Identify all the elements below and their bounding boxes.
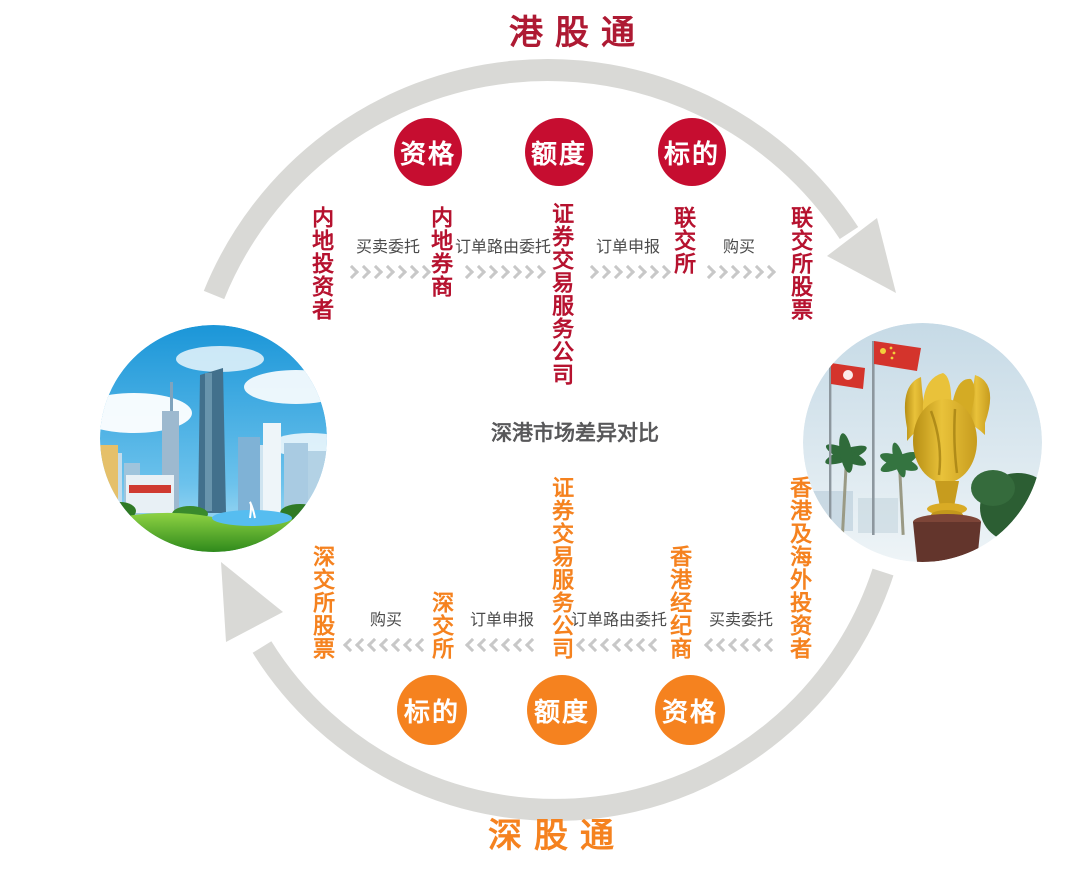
link-label: 订单申报 [595, 237, 660, 256]
node-hk-overseas-investor: 香港及海外投资者 [786, 476, 812, 660]
bottom-arc-arrowhead-icon [221, 562, 283, 642]
sculpture-pedestal [913, 514, 981, 562]
antenna-tower [170, 382, 173, 416]
chevron-right-icon [584, 263, 672, 281]
badge-eligibility-north: 资格 [394, 118, 462, 186]
chevron-right-icon [459, 263, 547, 281]
node-securities-trading-service-company-south: 证券交易服务公司 [548, 476, 574, 660]
link-label: 买卖委托 [355, 237, 420, 256]
link-label: 订单申报 [469, 610, 534, 629]
link-buy-sell-order-north: 买卖委托 [344, 233, 432, 281]
node-hk-broker: 香港经纪商 [666, 545, 692, 660]
node-securities-trading-service-company-north: 证券交易服务公司 [548, 202, 574, 386]
chevron-left-icon [703, 636, 779, 654]
center-caption: 深港市场差异对比 [491, 421, 659, 445]
link-label: 订单路由委托 [454, 237, 552, 256]
badge-eligibility-south: 资格 [655, 675, 725, 745]
link-order-routing-south: 订单路由委托 [571, 606, 667, 654]
node-mainland-broker: 内地券商 [427, 206, 453, 298]
badge-quota-south: 额度 [527, 675, 597, 745]
prc-flag [874, 341, 921, 371]
node-hkex-stocks: 联交所股票 [787, 206, 813, 321]
link-order-declaration-north: 订单申报 [584, 233, 672, 281]
link-label: 购买 [369, 610, 402, 629]
title-hk-stock-connect: 港股通 [509, 13, 647, 53]
badge-quota-north: 额度 [525, 118, 593, 186]
link-label: 买卖委托 [708, 610, 773, 629]
chevron-left-icon [342, 636, 430, 654]
link-order-routing-north: 订单路由委托 [455, 233, 551, 281]
hong-kong-golden-bauhinia-square-photo [803, 323, 1042, 562]
node-mainland-investor: 内地投资者 [308, 206, 334, 321]
bauhinia-sculpture [904, 373, 991, 520]
link-purchase-south: 购买 [342, 606, 430, 654]
node-hkex: 联交所 [670, 206, 696, 275]
badge-underlying-south: 标的 [397, 675, 467, 745]
flagpole [829, 363, 832, 535]
link-label: 订单路由委托 [570, 610, 668, 629]
badge-underlying-north: 标的 [658, 118, 726, 186]
link-order-declaration-south: 订单申报 [464, 606, 540, 654]
node-szse-stocks: 深交所股票 [309, 545, 335, 660]
chevron-left-icon [575, 636, 663, 654]
link-label: 购买 [722, 237, 755, 256]
chevron-right-icon [344, 263, 432, 281]
chevron-left-icon [464, 636, 540, 654]
chevron-right-icon [701, 263, 777, 281]
shenzhen-city-skyline-photo [100, 325, 327, 552]
title-sz-stock-connect: 深股通 [488, 816, 626, 856]
link-purchase-north: 购买 [701, 233, 777, 281]
top-arc-arrowhead-icon [827, 218, 896, 293]
node-szse: 深交所 [428, 591, 454, 660]
link-buy-sell-order-south: 买卖委托 [703, 606, 779, 654]
flagpole [872, 341, 875, 535]
